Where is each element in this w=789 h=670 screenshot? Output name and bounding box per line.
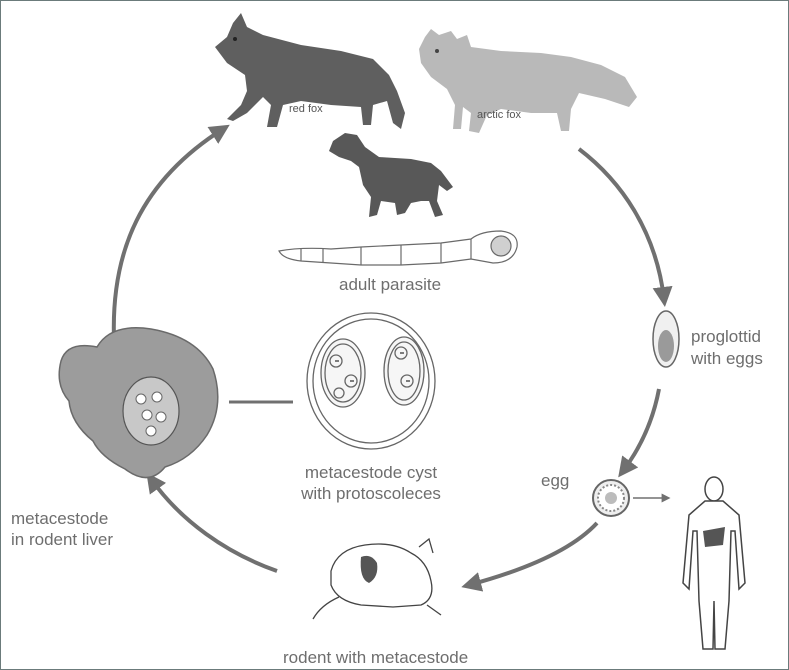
arctic-fox-icon bbox=[419, 29, 637, 133]
label-adult-parasite: adult parasite bbox=[339, 275, 442, 294]
cyst-icon bbox=[306, 312, 436, 450]
rodent-liver-icon bbox=[58, 327, 219, 479]
label-proglottid-line1: proglottid bbox=[691, 327, 761, 346]
arrow-liver-to-hosts bbox=[111, 124, 230, 340]
dog-icon bbox=[329, 133, 453, 217]
label-proglottid-line2: with eggs bbox=[691, 349, 763, 368]
label-rodent: rodent with metacestode bbox=[283, 648, 469, 667]
egg-icon bbox=[592, 479, 630, 517]
red-fox-icon bbox=[215, 13, 405, 129]
label-egg: egg bbox=[541, 471, 570, 490]
label-cyst-line2: with protoscoleces bbox=[301, 484, 441, 503]
proglottid-icon bbox=[652, 310, 680, 368]
arrow-hosts-to-proglottid bbox=[577, 147, 673, 307]
tapeworm-icon bbox=[278, 230, 518, 266]
arrow-rodent-to-liver bbox=[146, 472, 278, 573]
label-liver-line2: in rodent liver bbox=[11, 530, 114, 549]
arrow-egg-to-rodent bbox=[461, 521, 599, 592]
label-liver-line1: metacestode bbox=[11, 509, 109, 528]
label-arctic-fox: arctic fox bbox=[477, 109, 522, 121]
label-red-fox: red fox bbox=[289, 103, 323, 115]
human-icon bbox=[682, 476, 746, 650]
label-cyst-line1: metacestode cyst bbox=[304, 463, 438, 482]
arrow-proglottid-to-egg bbox=[618, 388, 661, 478]
rodent-icon bbox=[312, 537, 442, 620]
